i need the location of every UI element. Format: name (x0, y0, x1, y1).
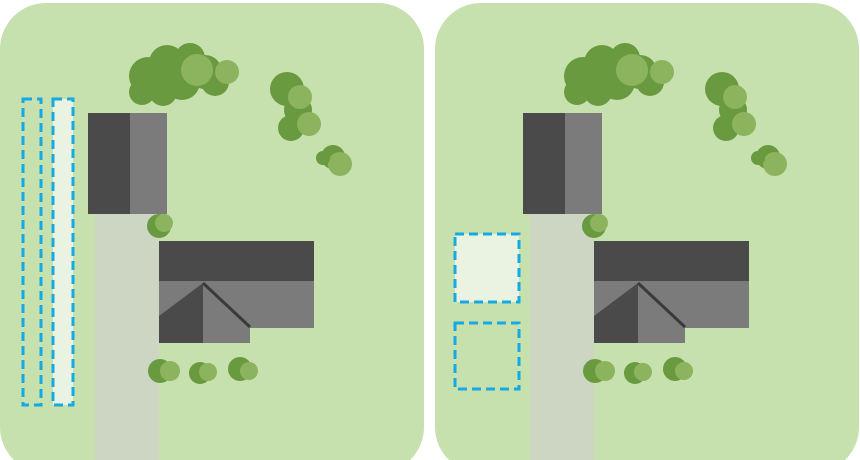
shrub-front-1 (583, 359, 615, 383)
layout-option-right (435, 3, 859, 460)
garage-roof-left (88, 113, 130, 214)
garden-plot-square-1 (455, 234, 519, 302)
shrub-front-1 (148, 359, 180, 383)
house (594, 241, 749, 343)
tree-canopy (675, 362, 693, 380)
tree-canopy (199, 363, 217, 381)
driveway (530, 212, 594, 460)
tree-canopy (584, 78, 612, 106)
tree-canopy (590, 214, 608, 232)
tree-canopy (297, 112, 321, 136)
tree-canopy (595, 361, 615, 381)
tree-canopy (240, 362, 258, 380)
tree-canopy (160, 361, 180, 381)
tree-canopy (616, 54, 648, 86)
tree-canopy (763, 152, 787, 176)
tree-canopy (149, 78, 177, 106)
tree-canopy (155, 214, 173, 232)
tree-canopy (751, 151, 765, 165)
house (159, 241, 314, 343)
tree-canopy (723, 85, 747, 109)
house-roof-back (594, 241, 749, 281)
tree-canopy (328, 152, 352, 176)
garage-roof-right (565, 113, 602, 214)
tree-canopy (181, 54, 213, 86)
garage-roof-left (523, 113, 565, 214)
garage-roof-right (130, 113, 167, 214)
tree-canopy (650, 60, 674, 84)
tree-canopy (732, 112, 756, 136)
garden-plot-strip-2 (53, 99, 73, 405)
tree-canopy (215, 60, 239, 84)
tree-canopy (288, 85, 312, 109)
driveway (95, 212, 159, 460)
garage (523, 113, 602, 214)
tree-canopy (634, 363, 652, 381)
house-roof-back (159, 241, 314, 281)
layout-option-left (0, 3, 424, 460)
garage (88, 113, 167, 214)
tree-canopy (316, 151, 330, 165)
